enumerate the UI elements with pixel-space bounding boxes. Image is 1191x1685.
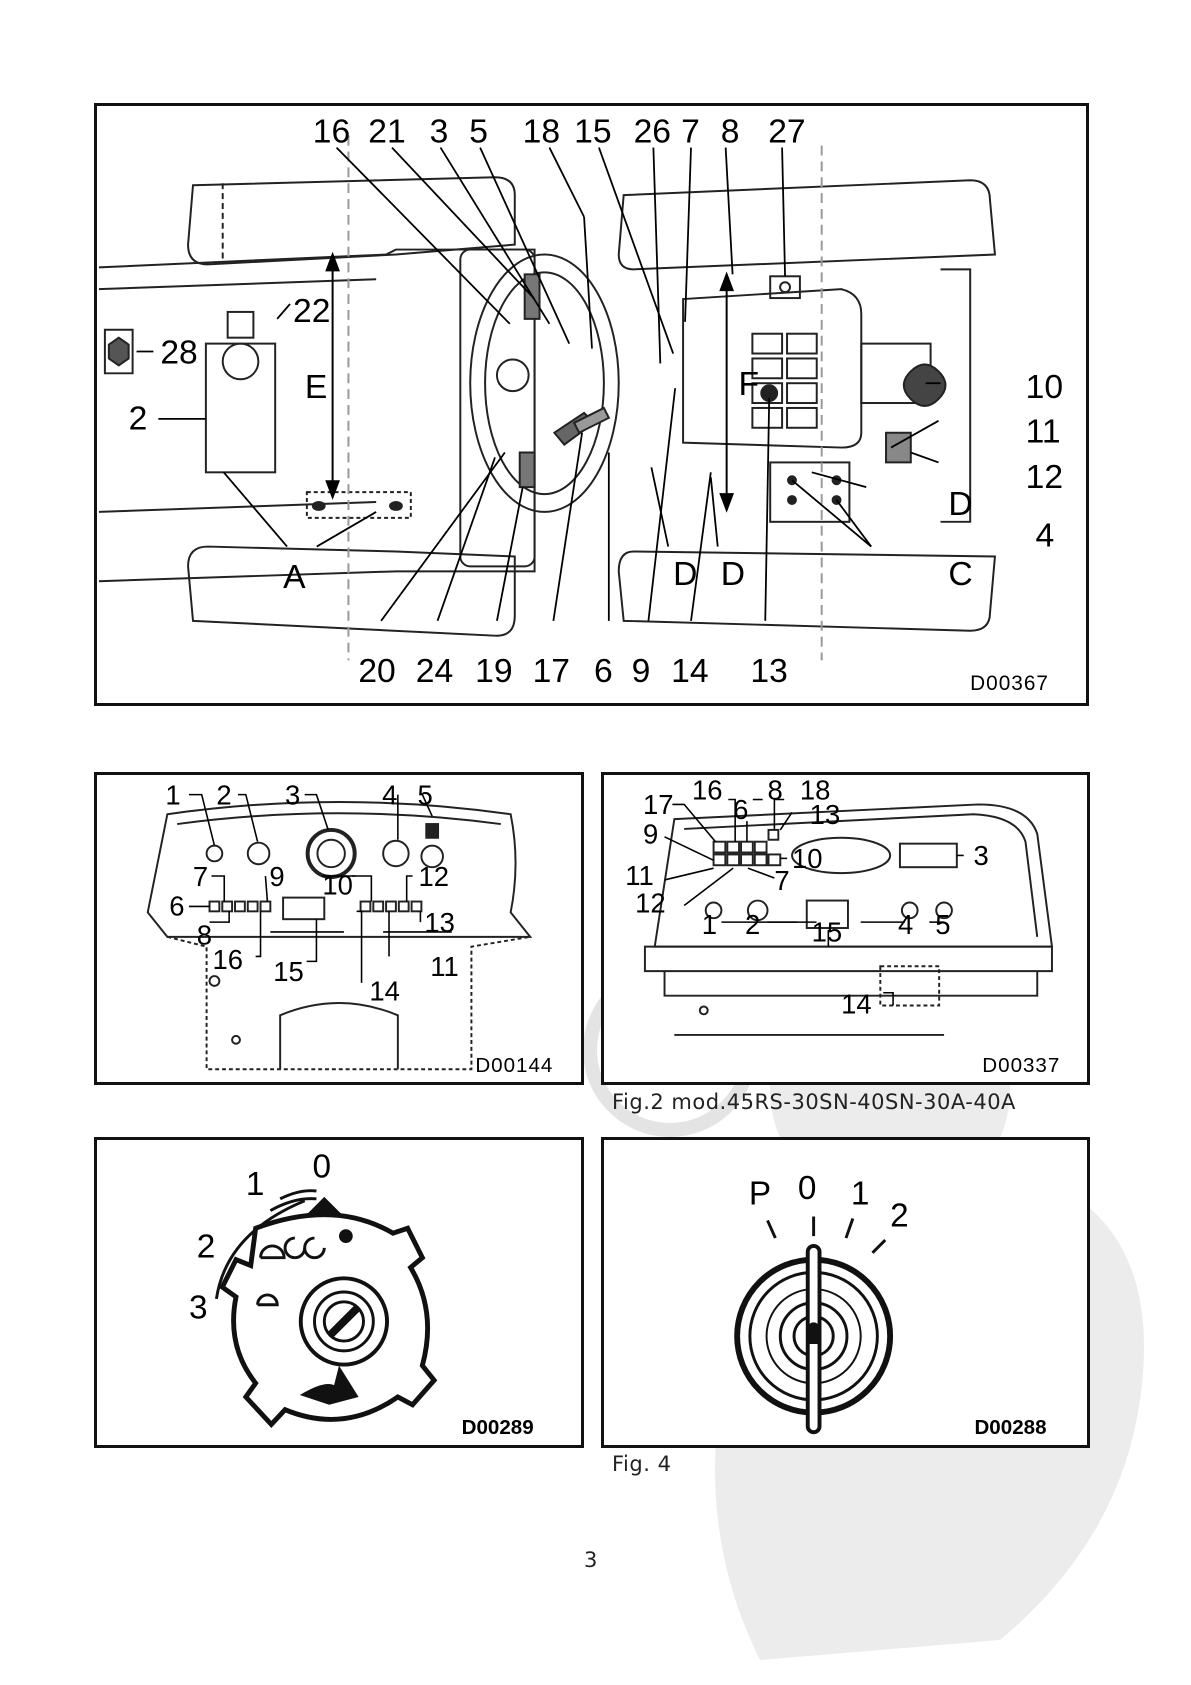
fig1-label-E: E (305, 369, 327, 406)
fig2a-label-11: 11 (430, 951, 459, 982)
fig1-label-14: 14 (671, 653, 708, 690)
fig2a-code: D00144 (475, 1054, 553, 1077)
fig2a-label-4: 4 (382, 779, 397, 810)
fig3-position-2: 2 (197, 1229, 216, 1266)
fig4-code: D00288 (974, 1416, 1046, 1439)
fig1-label-27: 27 (768, 114, 805, 151)
fig2a-label-14: 14 (369, 976, 400, 1007)
fig2b-label-1: 1 (702, 909, 717, 940)
fig2b-label-16: 16 (692, 775, 723, 806)
fig1-label-3: 3 (430, 114, 449, 151)
figure-dashboard-d00144: 1 2 3 4 5 7 9 10 12 6 8 13 16 15 14 11 D… (94, 772, 584, 1085)
fig2b-label-4: 4 (898, 909, 913, 940)
fig1-label-8: 8 (721, 114, 740, 151)
figure-dashboard-d00337: 17 16 8 18 6 13 9 10 3 11 7 12 1 2 15 4 … (601, 772, 1090, 1085)
fig4-position-0: 0 (798, 1170, 817, 1207)
fig1-label-28: 28 (160, 334, 197, 371)
fig2b-label-8: 8 (768, 775, 783, 806)
fig1-label-17: 17 (533, 653, 570, 690)
fig1-label-19: 19 (475, 653, 512, 690)
fig1-label-D-mid: D (721, 556, 745, 593)
fig2b-code: D00337 (982, 1054, 1060, 1077)
fig3-position-1: 1 (246, 1166, 265, 1203)
fig1-label-16: 16 (313, 114, 350, 151)
fig1-label-4: 4 (1036, 518, 1055, 555)
fig2b-label-10: 10 (792, 843, 823, 874)
fig4-position-1: 1 (851, 1176, 870, 1213)
fig1-label-A: A (283, 559, 306, 596)
page-number: 3 (584, 1548, 597, 1572)
fig2b-label-12: 12 (635, 887, 666, 918)
fig2b-label-2: 2 (745, 909, 760, 940)
fig1-label-15: 15 (574, 114, 611, 151)
tractor-top-view-drawing: 16 21 3 5 18 15 26 7 8 27 20 24 19 17 6 … (97, 106, 1086, 703)
fig1-label-D-right: D (948, 486, 972, 523)
fig1-label-26: 26 (634, 114, 671, 151)
fig2b-label-3: 3 (973, 840, 988, 871)
figure-tractor-top-view: 16 21 3 5 18 15 26 7 8 27 20 24 19 17 6 … (94, 103, 1089, 706)
fig2b-label-11: 11 (625, 860, 654, 891)
fig1-label-5: 5 (469, 114, 488, 151)
fig1-label-D-left: D (673, 556, 697, 593)
fig2b-label-7: 7 (774, 865, 789, 896)
fig2a-label-16: 16 (212, 944, 243, 975)
fig2a-label-2: 2 (216, 779, 231, 810)
fig2a-label-9: 9 (269, 861, 284, 892)
fig2b-label-15: 15 (812, 917, 843, 948)
fig2b-label-17: 17 (643, 789, 674, 820)
fig2a-label-1: 1 (165, 779, 180, 810)
light-switch-drawing: 0 1 2 3 D00289 (97, 1140, 581, 1445)
fig3-position-3: 3 (189, 1289, 208, 1326)
caption-fig4: Fig. 4 (612, 1452, 671, 1476)
fig1-label-2: 2 (129, 401, 148, 438)
ignition-switch-drawing: P 0 1 2 D00288 (604, 1140, 1087, 1445)
fig2a-label-3: 3 (285, 779, 300, 810)
fig1-label-12: 12 (1026, 459, 1063, 496)
dashboard-d00144-drawing: 1 2 3 4 5 7 9 10 12 6 8 13 16 15 14 11 D… (97, 775, 581, 1082)
fig2a-label-5: 5 (417, 779, 432, 810)
fig2b-label-14: 14 (841, 988, 872, 1019)
fig1-code: D00367 (970, 672, 1049, 695)
fig2b-label-6: 6 (733, 794, 748, 825)
fig2a-label-10: 10 (322, 870, 353, 901)
fig1-label-22: 22 (293, 293, 330, 330)
fig4-position-P: P (749, 1176, 771, 1213)
fig1-label-C: C (948, 556, 972, 593)
fig3-code: D00289 (462, 1416, 534, 1439)
fig2b-label-13: 13 (810, 799, 841, 830)
fig1-label-18: 18 (523, 114, 560, 151)
figure-ignition-switch: P 0 1 2 D00288 (601, 1137, 1090, 1448)
fig1-label-F: F (739, 366, 760, 403)
fig1-label-24: 24 (416, 653, 453, 690)
fig4-position-2: 2 (890, 1197, 909, 1234)
fig1-label-9: 9 (632, 653, 651, 690)
fig2a-label-12: 12 (418, 861, 449, 892)
fig1-label-20: 20 (358, 653, 395, 690)
fig1-label-21: 21 (368, 114, 405, 151)
fig3-position-0: 0 (313, 1148, 332, 1185)
fig1-label-10: 10 (1026, 369, 1063, 406)
caption-fig2: Fig.2 mod.45RS-30SN-40SN-30A-40A (612, 1090, 1016, 1114)
fig2a-label-8: 8 (197, 920, 212, 951)
fig1-label-7: 7 (681, 114, 700, 151)
fig2b-label-5: 5 (935, 909, 950, 940)
fig1-label-11: 11 (1026, 414, 1061, 451)
fig2a-label-6: 6 (169, 890, 184, 921)
figure-light-switch: 0 1 2 3 D00289 (94, 1137, 584, 1448)
fig1-label-6: 6 (594, 653, 613, 690)
dashboard-d00337-drawing: 17 16 8 18 6 13 9 10 3 11 7 12 1 2 15 4 … (604, 775, 1087, 1082)
fig2b-label-9: 9 (643, 819, 658, 850)
fig2a-label-13: 13 (424, 907, 455, 938)
fig2a-label-7: 7 (193, 861, 208, 892)
fig1-label-13: 13 (750, 653, 787, 690)
fig2a-label-15: 15 (273, 956, 304, 987)
